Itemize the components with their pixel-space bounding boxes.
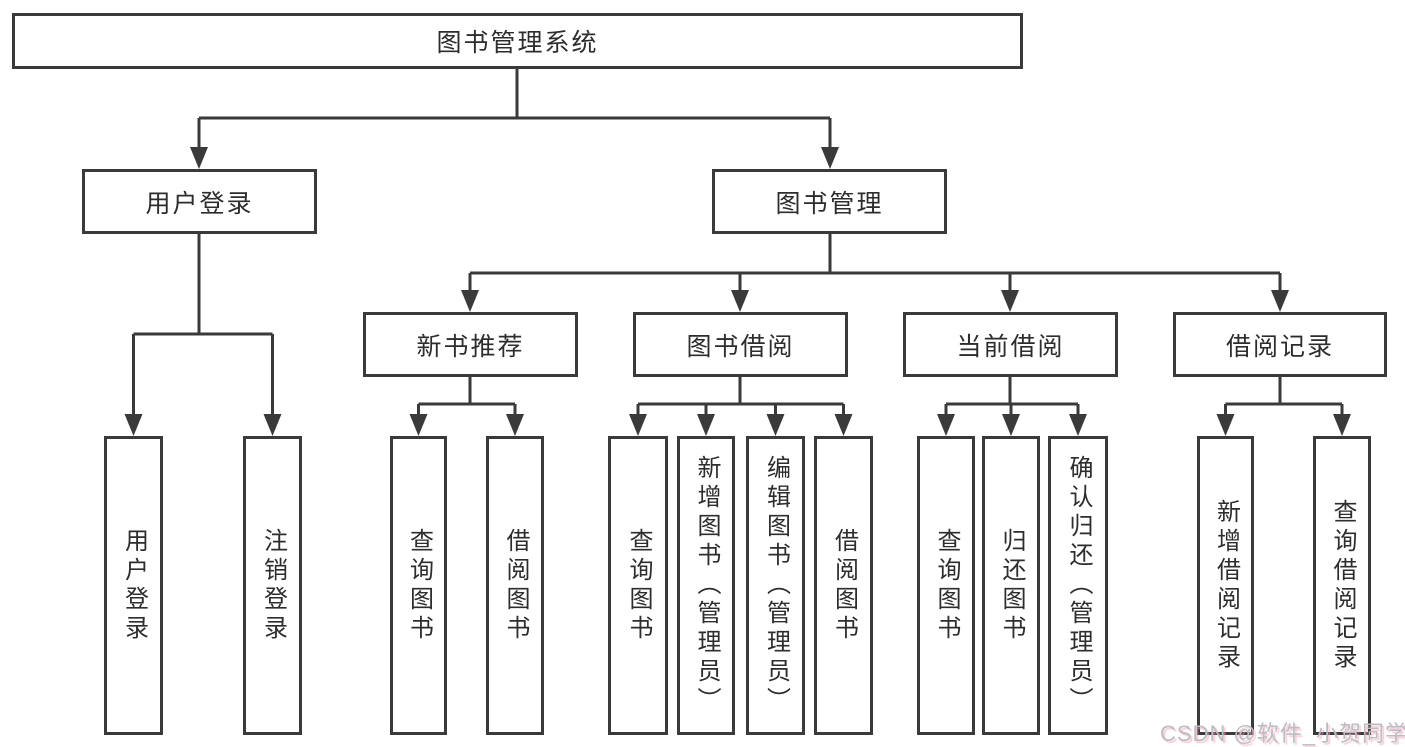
leaf-query-borrow-record: 查询借阅记录 xyxy=(1313,436,1371,735)
arrow-down-icon xyxy=(834,414,853,436)
leaf-add-borrow-record: 新增借阅记录 xyxy=(1197,436,1254,735)
arrow-down-icon xyxy=(263,414,282,436)
arrowheads xyxy=(124,147,1351,436)
node-user-login: 用户登录 xyxy=(82,169,317,234)
arrow-down-icon xyxy=(766,414,785,436)
csdn-watermark: CSDN @软件_小贺同学 xyxy=(1160,721,1405,746)
leaf-label: 编辑图书（管理员） xyxy=(762,455,790,716)
leaf-logout: 注销登录 xyxy=(243,436,302,735)
arrow-down-icon xyxy=(190,147,208,169)
node-book-management: 图书管理 xyxy=(712,169,947,234)
leaf-label: 新增借阅记录 xyxy=(1212,498,1240,673)
arrow-down-icon xyxy=(1002,414,1020,436)
arrow-down-icon xyxy=(1069,414,1087,436)
arrow-down-icon xyxy=(697,414,715,436)
leaf-label: 归还图书 xyxy=(998,527,1025,644)
leaf-confirm-return-admin: 确认归还（管理员） xyxy=(1048,436,1108,735)
leaf-user-login: 用户登录 xyxy=(104,436,163,735)
leaf-label: 确认归还（管理员） xyxy=(1065,455,1092,716)
arrow-down-icon xyxy=(731,290,749,312)
arrow-down-icon xyxy=(1271,290,1289,312)
arrow-down-icon xyxy=(1216,414,1235,436)
leaf-label: 查询图书 xyxy=(933,527,960,644)
leaf-label: 用户登录 xyxy=(120,527,148,644)
arrow-down-icon xyxy=(821,147,839,169)
leaf-label: 查询图书 xyxy=(405,527,433,644)
arrow-down-icon xyxy=(629,414,647,436)
node-borrowing-records: 借阅记录 xyxy=(1173,312,1387,377)
leaf-label: 注销登录 xyxy=(259,527,287,644)
leaf-label: 查询图书 xyxy=(625,527,652,644)
arrow-down-icon xyxy=(1001,290,1019,312)
node-library-management-system: 图书管理系统 xyxy=(12,13,1023,69)
arrow-down-icon xyxy=(124,414,143,436)
leaf-label: 新增图书（管理员） xyxy=(693,455,720,716)
leaf-return-books: 归还图书 xyxy=(982,436,1040,735)
leaf-borrow-books: 借阅图书 xyxy=(814,436,873,735)
leaf-edit-books-admin: 编辑图书（管理员） xyxy=(746,436,805,735)
node-current-borrowing: 当前借阅 xyxy=(903,312,1118,377)
leaf-query-books-recommend: 查询图书 xyxy=(390,436,447,735)
leaf-query-books-borrowing: 查询图书 xyxy=(608,436,668,735)
leaf-label: 借阅图书 xyxy=(830,527,858,644)
arrow-down-icon xyxy=(461,290,479,312)
arrow-down-icon xyxy=(1333,414,1351,436)
leaf-borrow-books-recommend: 借阅图书 xyxy=(486,436,544,735)
node-book-borrowing: 图书借阅 xyxy=(633,312,848,377)
arrow-down-icon xyxy=(506,414,524,436)
arrow-down-icon xyxy=(937,414,955,436)
leaf-query-books-current: 查询图书 xyxy=(917,436,975,735)
leaf-label: 借阅图书 xyxy=(502,527,529,644)
leaf-add-books-admin: 新增图书（管理员） xyxy=(677,436,735,735)
node-new-book-recommendation: 新书推荐 xyxy=(363,312,578,377)
arrow-down-icon xyxy=(409,414,428,436)
leaf-label: 查询借阅记录 xyxy=(1329,498,1356,673)
